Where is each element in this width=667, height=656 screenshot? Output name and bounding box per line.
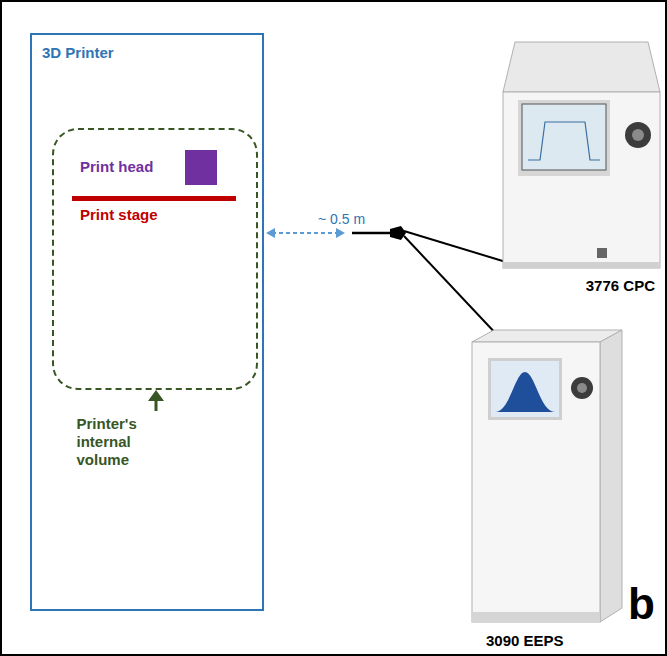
print-head-block [185, 150, 217, 185]
tube-inlet [352, 232, 393, 235]
instrument-label: 3090 EEPS [486, 632, 564, 650]
print-stage-bar [72, 196, 236, 201]
part-label: Print head [80, 158, 153, 175]
instrument-front [472, 342, 600, 622]
instrument-screen [491, 361, 559, 417]
pointer-arrow-head [148, 390, 164, 401]
distance-arrow-head [266, 228, 275, 238]
printer-internals [72, 150, 236, 411]
instrument-base [503, 262, 660, 268]
instrument-front [503, 92, 660, 268]
instrument-knob-center [577, 383, 587, 393]
eeps-instrument: 3090 EEPS [470, 326, 630, 650]
dimension-label: ~ 0.5 m [318, 212, 365, 227]
instrument-top [503, 42, 660, 92]
instrument-knob [571, 377, 593, 399]
instrument-screen [522, 104, 606, 170]
instrument-top [472, 330, 622, 342]
eeps-instrument-picture [472, 330, 622, 622]
instrument-side [600, 330, 622, 622]
part-label: Print stage [80, 206, 158, 223]
tube-branch [404, 236, 500, 338]
panel-letter: b [628, 580, 655, 628]
distance-marker [266, 228, 345, 238]
screen-bezel [488, 358, 562, 420]
instrument-knob-center [632, 129, 644, 141]
screen-distribution [495, 372, 555, 412]
printer-housing: Printer's internal volume 3D Printer [30, 33, 264, 611]
instrument-label: 3776 CPC [586, 277, 655, 295]
printer-title: 3D Printer [42, 44, 252, 62]
sampling-tube [352, 226, 506, 338]
cpc-instrument: 3776 CPC [500, 38, 663, 295]
instrument-knob [625, 122, 651, 148]
region-label: Printer's internal volume [77, 415, 149, 469]
screen-trace [528, 122, 600, 160]
distance-dashed-line [272, 232, 338, 234]
distance-arrow-head [336, 228, 345, 238]
cpc-instrument-picture [503, 42, 660, 268]
screen-bezel [518, 100, 610, 176]
instrument-port [597, 248, 607, 258]
instrument-base [472, 612, 600, 622]
tube-branch [404, 231, 506, 262]
tube-splitter [390, 226, 406, 240]
